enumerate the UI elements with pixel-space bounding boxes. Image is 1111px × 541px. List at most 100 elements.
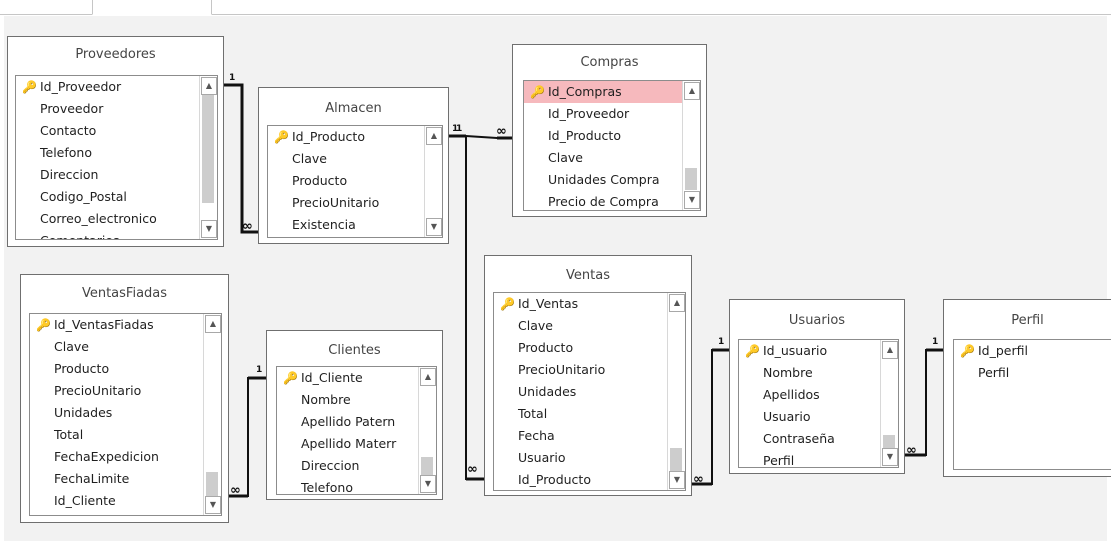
field-row[interactable]: Existencia	[292, 217, 356, 232]
key-icon: 🔑	[36, 318, 51, 332]
field-row[interactable]: Codigo_Postal	[40, 189, 127, 204]
scroll-down-arrow-icon[interactable]: ▼	[669, 471, 685, 489]
field-list: 🔑Id_VentasFiadas Clave Producto PrecioUn…	[29, 313, 222, 516]
field-row[interactable]: Direccion	[40, 167, 99, 182]
field-row[interactable]: Total	[518, 406, 548, 421]
field-row[interactable]: Id_Producto	[518, 472, 591, 487]
field-row[interactable]: Unidades	[518, 384, 577, 399]
field-row[interactable]: Clave	[292, 151, 327, 166]
vertical-scrollbar[interactable]: ▲ ▼	[418, 367, 436, 494]
field-row[interactable]: Contacto	[40, 123, 97, 138]
field-row[interactable]: Nombre	[763, 365, 813, 380]
key-icon: 🔑	[283, 371, 298, 385]
table-usuarios[interactable]: Usuarios 🔑Id_usuario Nombre Apellidos Us…	[729, 299, 905, 474]
vertical-scrollbar[interactable]: ▲ ▼	[667, 293, 685, 490]
field-row[interactable]: FechaExpedicion	[54, 449, 159, 464]
field-row[interactable]: Clave	[518, 318, 553, 333]
field-row[interactable]: 🔑Id_perfil	[954, 340, 1111, 362]
vertical-scrollbar[interactable]: ▲ ▼	[203, 314, 221, 515]
cardinality-one: 1	[256, 365, 263, 375]
table-compras[interactable]: Compras 🔑Id_Compras Id_Proveedor Id_Prod…	[512, 44, 707, 217]
scroll-thumb[interactable]	[202, 95, 214, 203]
field-row[interactable]: Apellido Materr	[301, 436, 397, 451]
key-icon: 🔑	[274, 130, 289, 144]
field-row[interactable]: Usuario	[763, 409, 811, 424]
scroll-down-arrow-icon[interactable]: ▼	[201, 220, 217, 238]
field-row[interactable]: Producto	[292, 173, 348, 188]
field-row-selected[interactable]: 🔑Id_Compras	[524, 81, 700, 103]
field-row[interactable]: 🔑Id_usuario	[739, 340, 898, 362]
field-row[interactable]: Id_Cliente	[54, 493, 116, 508]
scroll-up-arrow-icon[interactable]: ▲	[669, 294, 685, 312]
field-row[interactable]: Producto	[54, 361, 110, 376]
field-row[interactable]: Telefono	[40, 145, 92, 160]
field-row[interactable]: Fecha	[518, 428, 555, 443]
field-row[interactable]: Telefono	[301, 480, 353, 495]
field-row[interactable]: Id_Producto	[548, 128, 621, 143]
scroll-thumb[interactable]	[421, 457, 433, 477]
field-row[interactable]: Unidades Compra	[548, 172, 660, 187]
field-row[interactable]: Apellido Patern	[301, 414, 396, 429]
scroll-up-arrow-icon[interactable]: ▲	[201, 77, 217, 95]
field-row[interactable]: Perfil	[763, 453, 795, 468]
table-proveedores[interactable]: Proveedores 🔑Id_Proveedor Proveedor Cont…	[7, 36, 224, 247]
field-row[interactable]: Proveedor	[40, 101, 104, 116]
scroll-down-arrow-icon[interactable]: ▼	[420, 475, 436, 493]
scroll-up-arrow-icon[interactable]: ▲	[684, 82, 700, 100]
cardinality-many: ∞	[906, 443, 917, 458]
field-row[interactable]: Comentarios	[16, 230, 217, 239]
field-row[interactable]: Clave	[54, 339, 89, 354]
cardinality-one: 1	[456, 124, 463, 134]
field-row[interactable]: PrecioUnitario	[292, 195, 380, 210]
table-clientes[interactable]: Clientes 🔑Id_Cliente Nombre Apellido Pat…	[266, 330, 443, 500]
field-row[interactable]: 🔑Id_Producto	[268, 126, 442, 148]
table-title: Clientes	[328, 342, 381, 358]
scroll-down-arrow-icon[interactable]: ▼	[426, 218, 442, 236]
vertical-scrollbar[interactable]: ▲ ▼	[424, 126, 442, 237]
field-row[interactable]: Perfil	[978, 365, 1010, 380]
scroll-thumb[interactable]	[883, 435, 895, 449]
field-row[interactable]: Unidades	[54, 405, 113, 420]
table-perfil[interactable]: Perfil 🔑Id_perfil Perfil	[943, 299, 1111, 477]
scroll-up-arrow-icon[interactable]: ▲	[882, 341, 898, 359]
field-row[interactable]: Correo_electronico	[40, 211, 157, 226]
scroll-thumb[interactable]	[670, 448, 682, 472]
scroll-down-arrow-icon[interactable]: ▼	[205, 496, 221, 514]
cardinality-one: 1	[718, 337, 725, 347]
scroll-thumb[interactable]	[685, 168, 697, 190]
field-row[interactable]: Contraseña	[763, 431, 835, 446]
table-almacen[interactable]: Almacen 🔑Id_Producto Clave Producto Prec…	[258, 87, 449, 244]
field-row[interactable]: Nombre	[301, 392, 351, 407]
field-row[interactable]: Precio de Compra	[548, 194, 659, 209]
field-row[interactable]: Apellidos	[763, 387, 820, 402]
vertical-scrollbar[interactable]: ▲ ▼	[199, 76, 217, 239]
vertical-scrollbar[interactable]: ▲ ▼	[880, 340, 898, 467]
field-row[interactable]: PrecioUnitario	[518, 362, 606, 377]
field-row[interactable]: Total	[54, 427, 84, 442]
scroll-up-arrow-icon[interactable]: ▲	[426, 127, 442, 145]
field-row[interactable]: FechaLimite	[54, 471, 130, 486]
field-row[interactable]: Usuario	[518, 450, 566, 465]
table-title: Ventas	[566, 267, 610, 283]
field-list: 🔑Id_usuario Nombre Apellidos Usuario Con…	[738, 339, 899, 468]
field-row[interactable]: PrecioUnitario	[54, 383, 142, 398]
table-title: Compras	[580, 54, 639, 70]
field-row[interactable]: 🔑Id_Proveedor	[16, 76, 217, 98]
scroll-down-arrow-icon[interactable]: ▼	[684, 191, 700, 209]
field-row[interactable]: Id_Proveedor	[548, 106, 630, 121]
table-ventasfiadas[interactable]: VentasFiadas 🔑Id_VentasFiadas Clave Prod…	[20, 274, 229, 523]
cardinality-many: ∞	[242, 219, 253, 234]
field-row[interactable]: Clave	[548, 150, 583, 165]
scroll-up-arrow-icon[interactable]: ▲	[420, 368, 436, 386]
scroll-down-arrow-icon[interactable]: ▼	[882, 448, 898, 466]
active-document-tab[interactable]	[92, 0, 212, 15]
field-row[interactable]: 🔑Id_Cliente	[277, 367, 436, 389]
field-row[interactable]: Direccion	[301, 458, 360, 473]
field-row[interactable]: 🔑Id_VentasFiadas	[30, 314, 221, 336]
field-row[interactable]: Producto	[518, 340, 574, 355]
scroll-thumb[interactable]	[206, 472, 218, 496]
vertical-scrollbar[interactable]: ▲ ▼	[682, 81, 700, 210]
scroll-up-arrow-icon[interactable]: ▲	[205, 315, 221, 333]
table-ventas[interactable]: Ventas 🔑Id_Ventas Clave Producto PrecioU…	[484, 255, 692, 496]
field-row[interactable]: 🔑Id_Ventas	[494, 293, 685, 315]
